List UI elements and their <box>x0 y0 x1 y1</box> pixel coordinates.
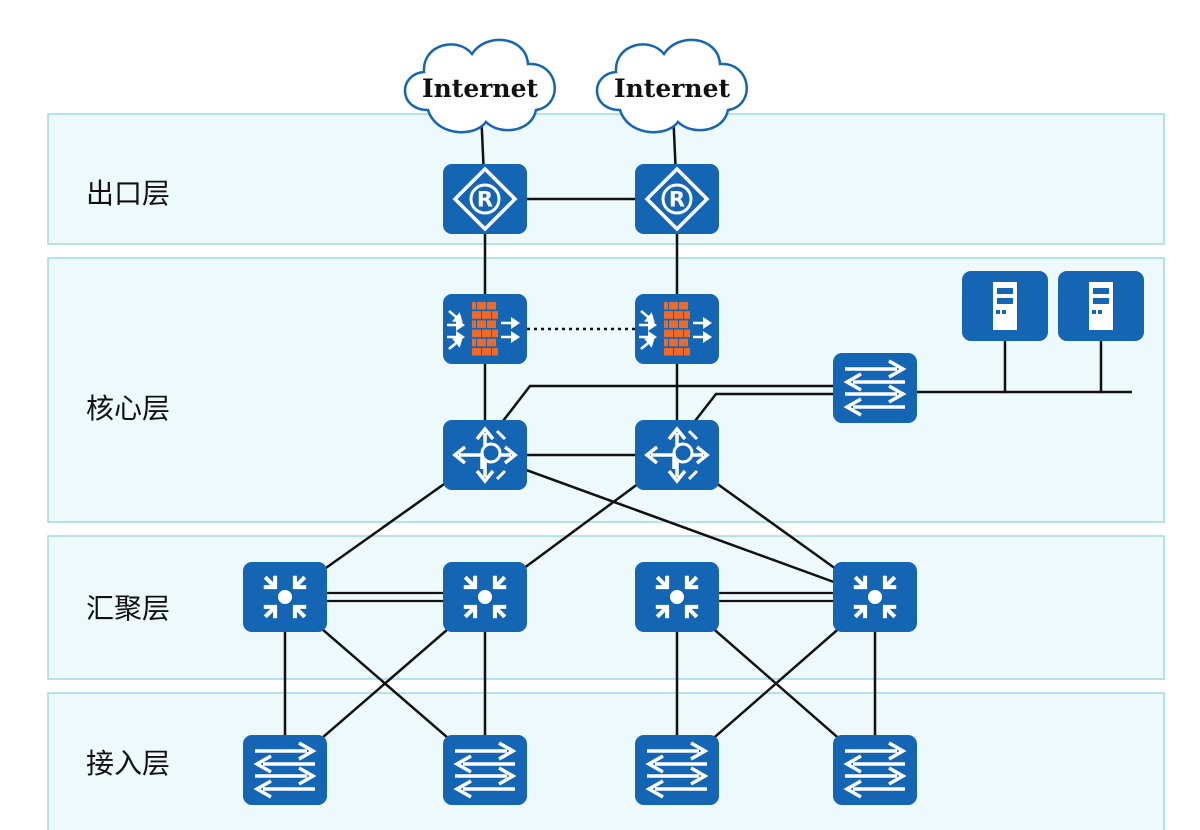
router-1: R <box>443 164 527 234</box>
router-2: R <box>635 164 719 234</box>
agg-switch-1 <box>243 562 327 632</box>
router-icon: R <box>644 166 710 232</box>
layer-label-aggregation: 汇聚层 <box>86 592 170 625</box>
aggregation-switch-icon <box>263 575 307 619</box>
agg-switch-2 <box>443 562 527 632</box>
access-switch-4 <box>833 735 917 805</box>
firewall-icon <box>639 302 712 356</box>
clouds: Internet Internet <box>403 38 748 134</box>
firewall-1 <box>443 294 527 364</box>
server-1 <box>962 271 1048 341</box>
link-core-switch-1-agg-switch-4 <box>484 453 876 599</box>
core-switch-1 <box>443 420 527 490</box>
link-core-switch-1-server-switch <box>502 384 834 422</box>
cloud-icon <box>595 38 748 134</box>
access-switch-2 <box>443 735 527 805</box>
layer-band-egress <box>47 113 1165 245</box>
agg-switch-4 <box>833 562 917 632</box>
device-tile <box>635 294 719 364</box>
switch-icon <box>253 741 317 799</box>
server-switch <box>833 353 917 423</box>
device-tile <box>635 164 719 234</box>
firewall-2 <box>635 294 719 364</box>
svg-text:R: R <box>477 188 493 212</box>
router-icon: R <box>452 166 518 232</box>
internet-cloud: Internet <box>403 38 556 134</box>
access-switch-3 <box>635 735 719 805</box>
access-switch-1 <box>243 735 327 805</box>
agg-switch-3 <box>635 562 719 632</box>
layer-label-access: 接入层 <box>86 747 170 780</box>
layer-band-access <box>47 692 1165 830</box>
aggregation-switch-icon <box>463 575 507 619</box>
link-core-switch-2-server-switch <box>694 392 834 422</box>
layer-bands <box>47 113 1165 830</box>
switch-icon <box>645 741 709 799</box>
aggregation-switch-icon <box>853 575 897 619</box>
layer-label-egress: 出口层 <box>86 177 170 210</box>
layer-label-core: 核心层 <box>86 392 170 425</box>
core-switch-2 <box>635 420 719 490</box>
server-2 <box>1058 271 1144 341</box>
server-icon <box>1089 282 1113 330</box>
device-tile <box>635 735 719 805</box>
core-switch-icon <box>644 426 710 484</box>
device-tile <box>833 735 917 805</box>
internet-cloud: Internet <box>595 38 748 134</box>
device-tile <box>243 735 327 805</box>
aggregation-switch-icon <box>655 575 699 619</box>
cloud-icon <box>403 38 556 134</box>
core-switch-icon <box>452 426 518 484</box>
device-tile <box>443 294 527 364</box>
svg-text:R: R <box>669 188 685 212</box>
device-tile <box>833 353 917 423</box>
switch-icon <box>843 359 907 417</box>
server-icon <box>993 282 1017 330</box>
firewall-icon <box>447 302 520 356</box>
cloud-label: Internet <box>422 74 539 103</box>
switch-icon <box>843 741 907 799</box>
device-tile <box>443 164 527 234</box>
cloud-label: Internet <box>614 74 731 103</box>
switch-icon <box>453 741 517 799</box>
layer-band-aggregation <box>47 535 1165 680</box>
device-tile <box>443 735 527 805</box>
